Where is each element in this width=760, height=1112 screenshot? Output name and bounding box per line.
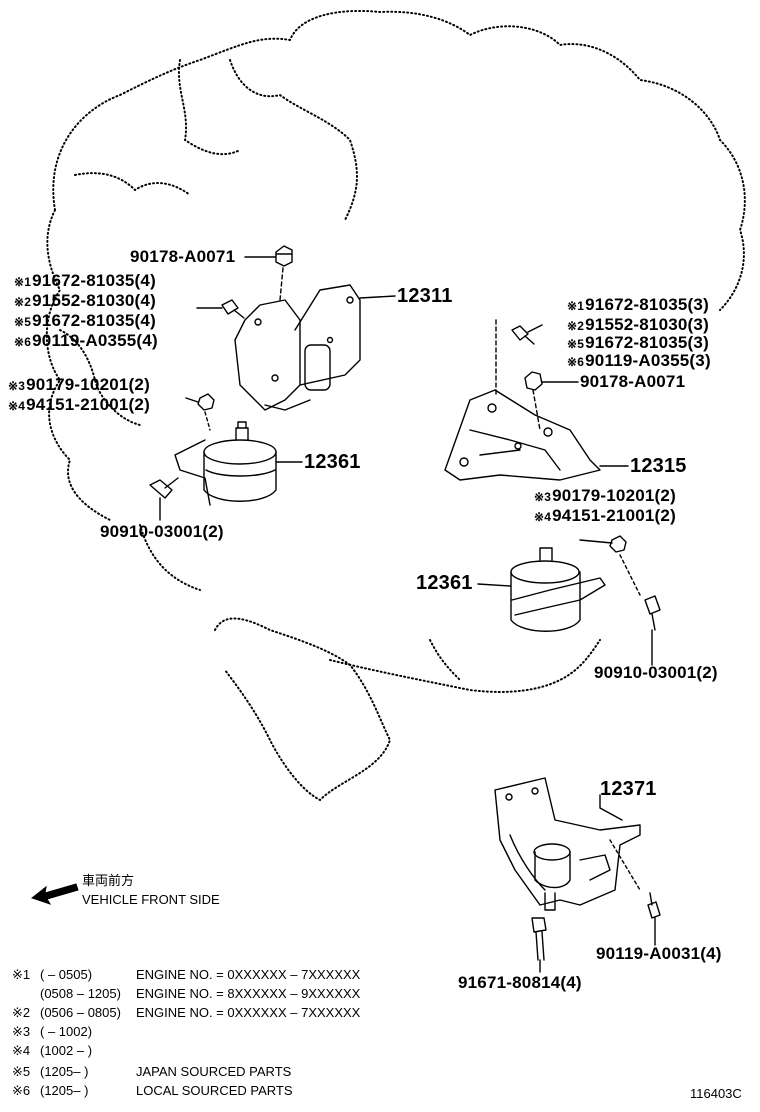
callout-rear-bolt-b: 91671-80814(4) (458, 973, 582, 992)
callout-right-nut-4: ※494151-21001(2) (534, 506, 676, 527)
footnote-mark: ※6 (12, 1083, 31, 1098)
callout-right-nut-4-text: 94151-21001(2) (552, 506, 676, 525)
footnote-range: (0506 – 0805) (40, 1005, 121, 1020)
footnote-range: ( – 1002) (40, 1024, 93, 1039)
figure-id: 116403C (690, 1086, 742, 1101)
callout-right-bolt-2-text: 91552-81030(3) (585, 315, 709, 334)
bolt-rear-b (531, 917, 547, 961)
footnote-row: (0508 – 1205) ENGINE NO. = 8XXXXXX – 9XXX… (12, 986, 360, 1001)
marker-6-right: ※6 (567, 355, 585, 369)
marker-2-right: ※2 (567, 319, 585, 333)
callout-right-nut-3: ※390179-10201(2) (534, 486, 676, 507)
callout-left-bolt-2-text: 91552-81030(4) (32, 291, 156, 310)
bracket-12311 (234, 284, 361, 411)
callout-left-bolt-6-text: 90119-A0355(4) (32, 331, 158, 350)
stud-right (644, 595, 661, 631)
callout-right-bolt-1: ※191672-81035(3) (567, 295, 709, 316)
footnote-row: ※6 (1205– ) LOCAL SOURCED PARTS (12, 1083, 293, 1098)
callout-bracket-12371: 12371 (600, 778, 657, 800)
footnote-row: ※1 ( – 0505) ENGINE NO. = 0XXXXXX – 7XXXXX… (12, 967, 360, 982)
marker-5: ※5 (14, 315, 32, 329)
footnote-mark: ※5 (12, 1064, 31, 1079)
callout-nut-top-left: 90178-A0071 (130, 247, 236, 266)
footnote-row: ※4 (1002 – ) (12, 1043, 136, 1058)
bolt-left (221, 299, 245, 319)
footnote-text: ENGINE NO. = 8XXXXXX – 9XXXXXX (136, 986, 361, 1001)
callout-bracket-12315: 12315 (630, 455, 687, 477)
callout-right-bolt-1-text: 91672-81035(3) (585, 295, 709, 314)
marker-4-right: ※4 (534, 510, 552, 524)
footnote-mark: ※1 (12, 967, 31, 982)
callout-left-nut-4: ※494151-21001(2) (8, 395, 150, 416)
callout-right-bolt-6-text: 90119-A0355(3) (585, 351, 711, 370)
footnote-row: ※2 (0506 – 0805) ENGINE NO. = 0XXXXXX – 7X… (12, 1005, 360, 1020)
bracket-12371 (494, 777, 641, 911)
transmission-outline (214, 617, 391, 801)
footnote-text: LOCAL SOURCED PARTS (136, 1083, 293, 1098)
marker-3-right: ※3 (534, 490, 552, 504)
callout-left-bolt-1: ※191672-81035(4) (14, 271, 156, 292)
marker-1: ※1 (14, 275, 32, 289)
footnote-mark: ※2 (12, 1005, 31, 1020)
engine-outline (52, 9, 746, 311)
callout-left-nut-4-text: 94151-21001(2) (26, 395, 150, 414)
marker-3: ※3 (8, 379, 26, 393)
bolt-rear-a (647, 892, 661, 919)
callout-left-bolt-2: ※291552-81030(4) (14, 291, 156, 312)
callout-left-stud: 90910-03001(2) (100, 522, 224, 541)
callout-right-nut-3-text: 90179-10201(2) (552, 486, 676, 505)
callout-left-nut-3: ※390179-10201(2) (8, 375, 150, 396)
marker-5-right: ※5 (567, 337, 585, 351)
footnote-mark: ※3 (12, 1024, 31, 1039)
callout-rear-bolt-a: 90119-A0031(4) (596, 944, 722, 963)
callout-right-bolt-2: ※291552-81030(3) (567, 315, 709, 336)
footnote-text: JAPAN SOURCED PARTS (136, 1064, 292, 1079)
marker-4: ※4 (8, 399, 26, 413)
stud-left (149, 477, 179, 499)
footnote-text: ENGINE NO. = 0XXXXXX – 7XXXXXX (136, 1005, 361, 1020)
direction-en: VEHICLE FRONT SIDE (82, 892, 220, 907)
callout-right-bolt-5-text: 91672-81035(3) (585, 333, 709, 352)
marker-1-right: ※1 (567, 299, 585, 313)
footnote-range: (1205– ) (40, 1083, 89, 1098)
insulator-12361-left (174, 421, 277, 506)
direction-jp: 車両前方 (82, 873, 135, 888)
footnote-range: ( – 0505) (40, 967, 93, 982)
footnote-mark: ※4 (12, 1043, 31, 1058)
footnote-text: ENGINE NO. = 0XXXXXX – 7XXXXXX (136, 967, 361, 982)
bracket-12315 (444, 389, 601, 481)
footnote-range: (1205– ) (40, 1064, 89, 1079)
callout-right-stud: 90910-03001(2) (594, 663, 718, 682)
footnote-row: ※5 (1205– ) JAPAN SOURCED PARTS (12, 1064, 291, 1079)
callout-right-bolt-6: ※690119-A0355(3) (567, 351, 711, 372)
footnote-range: (1002 – ) (40, 1043, 93, 1058)
nut-top-left (275, 245, 293, 267)
callout-bracket-12311: 12311 (397, 285, 453, 307)
callout-left-bolt-5: ※591672-81035(4) (14, 311, 156, 332)
footnote-range: (0508 – 1205) (40, 986, 121, 1001)
marker-2: ※2 (14, 295, 32, 309)
callout-right-bolt-5: ※591672-81035(3) (567, 333, 709, 354)
insulator-12361-right (510, 547, 606, 632)
front-arrow-icon (30, 883, 79, 905)
callout-left-bolt-5-text: 91672-81035(4) (32, 311, 156, 330)
marker-6: ※6 (14, 335, 32, 349)
footnote-row: ※3 ( – 1002) (12, 1024, 136, 1039)
callout-left-bolt-1-text: 91672-81035(4) (32, 271, 156, 290)
callout-left-nut-3-text: 90179-10201(2) (26, 375, 150, 394)
callout-insulator-12361-left: 12361 (304, 451, 361, 473)
callout-left-bolt-6: ※690119-A0355(4) (14, 331, 158, 352)
callout-insulator-12361-right: 12361 (416, 572, 473, 594)
callout-right-nut: 90178-A0071 (580, 372, 686, 391)
